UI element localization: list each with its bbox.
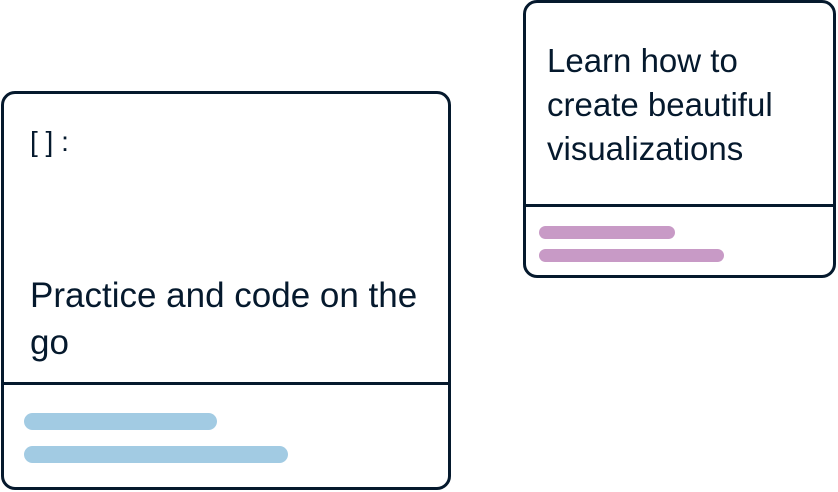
card-title: Practice and code on the go [30,276,418,362]
card-header: Learn how to create beautiful visualizat… [526,3,833,207]
card-practice-code[interactable]: [ ] : Practice and code on the go [1,91,451,490]
card-header: [ ] : Practice and code on the go [4,94,448,385]
placeholder-line-short [24,413,217,430]
code-brackets-icon: [ ] : [30,126,69,157]
card-title: Learn how to create beautiful visualizat… [547,42,773,167]
placeholder-line-long [24,446,288,463]
placeholder-line-short [539,226,675,239]
card-visualizations[interactable]: Learn how to create beautiful visualizat… [523,0,836,278]
placeholder-line-long [539,249,724,262]
